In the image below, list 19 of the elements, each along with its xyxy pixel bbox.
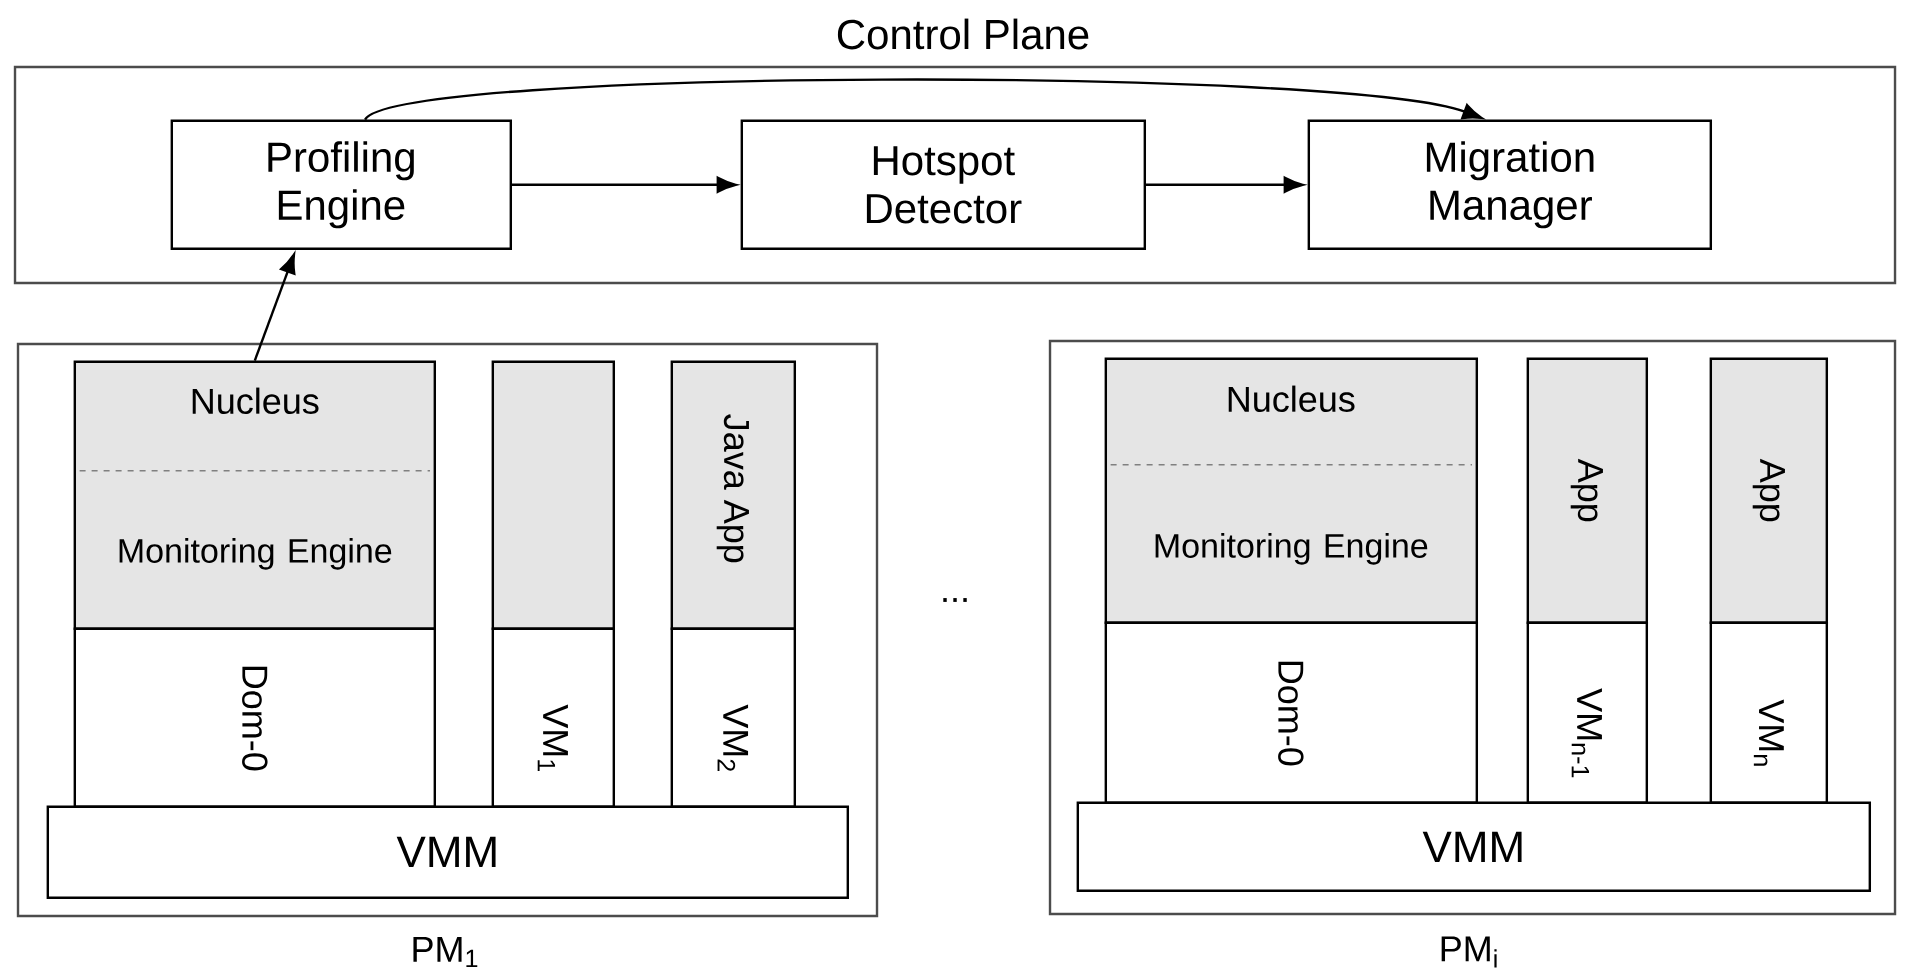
app-box: App: [1709, 357, 1828, 624]
app-box: [491, 360, 615, 630]
process-box: Migration Manager: [1307, 119, 1712, 250]
domain-box: Nucleus Monitoring Engine: [1104, 357, 1478, 624]
vm-box: VM$_{n-1}$: [1526, 621, 1648, 804]
vm-box: VM$_{2}$: [670, 627, 796, 808]
vm-box: VM$_{n}$: [1709, 621, 1828, 804]
ellipsis: ...: [943, 598, 967, 602]
node-label: PM$_{1}$: [413, 936, 478, 968]
process-box: Profiling Engine: [170, 119, 512, 250]
vm-box: VM$_{1}$: [491, 627, 615, 808]
domain-box: Nucleus Monitoring Engine: [73, 360, 436, 630]
app-box: Java App: [670, 360, 796, 630]
node-label: PM$_{i}$: [1441, 936, 1497, 968]
domain-box: Dom-0: [73, 627, 436, 808]
node-label: Control Plane: [837, 18, 1089, 50]
process-box: Hotspot Detector: [740, 119, 1146, 250]
domain-box: Dom-0: [1104, 621, 1478, 804]
app-box: App: [1526, 357, 1648, 624]
